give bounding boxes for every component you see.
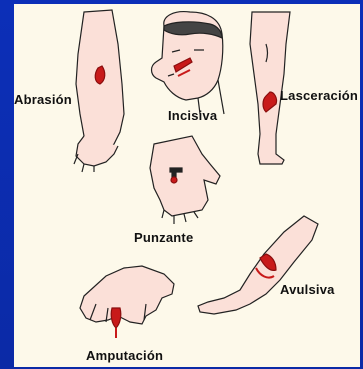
incision-head-drawing	[152, 12, 225, 114]
label-avulsiva: Avulsiva	[280, 282, 335, 297]
abrasion-arm-drawing	[74, 10, 124, 172]
label-punzante: Punzante	[134, 230, 193, 245]
wound-types-illustration: Abrasión Incisiva Lasceración Punzante A…	[14, 4, 360, 367]
label-incisiva: Incisiva	[168, 108, 217, 123]
avulsion-leg-drawing	[198, 216, 318, 314]
label-lasceracion: Lasceración	[280, 88, 358, 103]
label-amputacion: Amputación	[86, 348, 163, 363]
wound-illustrations-svg	[14, 4, 360, 367]
amputation-hand-drawing	[80, 266, 174, 338]
label-abrasion: Abrasión	[14, 92, 72, 107]
puncture-hand-drawing	[150, 136, 220, 224]
